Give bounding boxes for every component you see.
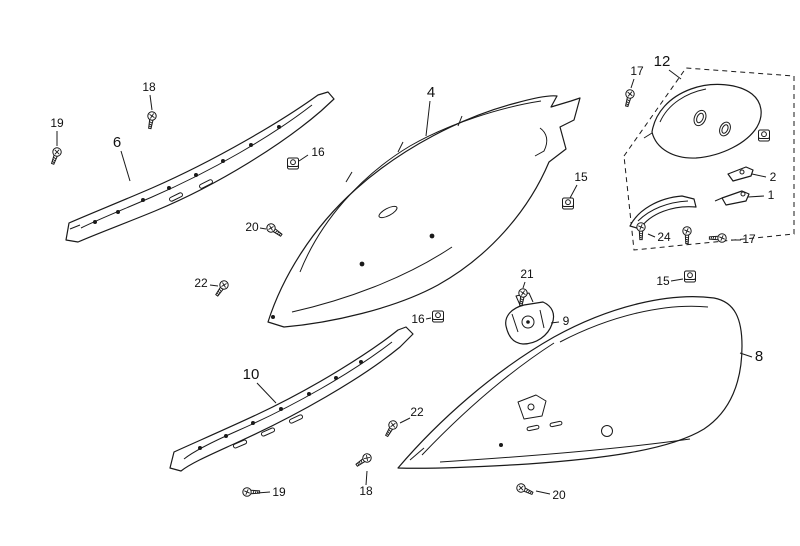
leader-line-15 (670, 278, 684, 282)
leader-line-19 (256, 491, 271, 494)
screw-icon (242, 487, 261, 497)
part-label-6: 6 (113, 134, 121, 151)
part-label-24: 24 (657, 230, 671, 244)
leader-line-1 (747, 195, 765, 198)
side-cover-panel-8 (397, 296, 743, 469)
garnish-strip-12 (629, 195, 697, 230)
part-label-16: 16 (311, 145, 325, 159)
screw-icon (145, 110, 158, 130)
part-label-19: 19 (272, 485, 286, 499)
leader-line-15 (569, 184, 578, 199)
part-label-15: 15 (656, 274, 670, 288)
nut-icon (287, 157, 299, 170)
leader-line-24 (647, 233, 656, 238)
part-label-2: 2 (770, 170, 777, 184)
leader-line-20 (535, 490, 551, 495)
screw-icon (212, 278, 231, 299)
leader-line-22 (209, 284, 219, 287)
screw-icon (514, 481, 535, 498)
leader-line-18 (365, 470, 368, 486)
screw-icon (682, 226, 692, 245)
leader-line-10 (256, 382, 277, 404)
part-label-20: 20 (552, 488, 566, 502)
screw-icon (622, 88, 636, 108)
bracket-9 (505, 292, 555, 345)
part-label-15: 15 (574, 170, 588, 184)
part-label-8: 8 (755, 348, 763, 365)
part-label-9: 9 (563, 314, 570, 328)
side-fairing-panel-4 (267, 95, 581, 328)
part-label-17: 17 (630, 64, 644, 78)
part-label-18: 18 (359, 484, 373, 498)
nut-icon (758, 129, 770, 142)
screw-icon (636, 222, 646, 241)
part-label-18: 18 (142, 80, 156, 94)
nut-icon (562, 197, 574, 210)
bracket-1 (714, 190, 750, 206)
nut-icon (684, 270, 696, 283)
bracket-2 (727, 166, 754, 182)
assembly-12 (623, 67, 795, 251)
assembly-boundary-box (623, 67, 795, 251)
part-label-22: 22 (194, 276, 208, 290)
leader-line-16 (298, 154, 309, 162)
leader-line-2 (751, 173, 767, 178)
leader-line-18 (149, 94, 153, 111)
part-label-1: 1 (768, 188, 775, 202)
part-label-16: 16 (411, 312, 425, 326)
tail-cowl-12 (643, 83, 762, 159)
part-label-10: 10 (243, 366, 260, 383)
screw-icon (708, 233, 727, 243)
part-label-4: 4 (427, 84, 435, 101)
leader-line-8 (739, 352, 753, 358)
trim-panel-10 (169, 326, 414, 472)
leader-line-17 (630, 78, 635, 89)
part-label-20: 20 (245, 220, 259, 234)
part-label-19: 19 (50, 116, 64, 130)
part-label-17: 17 (742, 232, 756, 246)
leader-line-16 (425, 317, 432, 320)
leader-line-22 (399, 417, 411, 424)
part-label-12: 12 (654, 53, 671, 70)
leader-line-20 (259, 227, 267, 230)
part-label-22: 22 (410, 405, 424, 419)
leader-line-21 (522, 281, 526, 289)
part-label-21: 21 (520, 267, 534, 281)
screw-icon (264, 221, 285, 240)
leader-line-6 (120, 150, 131, 182)
screw-icon (382, 418, 400, 439)
screw-icon (48, 146, 63, 166)
nut-icon (432, 310, 444, 323)
leader-line-9 (550, 321, 560, 324)
screw-icon (353, 451, 374, 470)
trim-panel-6 (65, 91, 335, 243)
leader-line-4 (425, 100, 431, 137)
leader-line-12 (668, 69, 682, 80)
